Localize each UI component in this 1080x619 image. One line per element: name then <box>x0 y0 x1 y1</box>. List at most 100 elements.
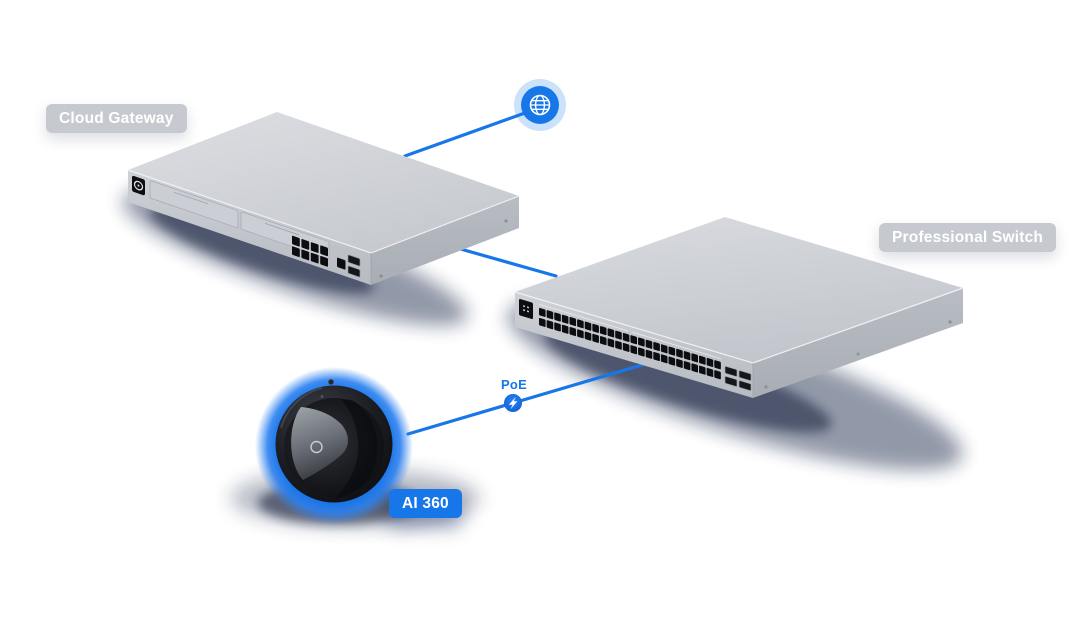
rj45-port <box>660 354 668 364</box>
port-group-separator <box>631 331 721 360</box>
rj45-port <box>622 342 630 352</box>
rj45-port <box>561 324 569 334</box>
rj45-port <box>546 320 554 330</box>
switch-top-face <box>515 217 963 363</box>
switch-sfp-port-2 <box>738 370 752 382</box>
rj45-port <box>320 255 328 267</box>
ai-360-camera-device <box>255 367 413 525</box>
port-group-separator <box>539 303 628 332</box>
rj45-port <box>584 321 592 331</box>
camera-top-notch <box>328 379 334 385</box>
rj45-port <box>554 322 561 332</box>
ai-360-label: AI 360 <box>389 489 462 518</box>
switch-screw <box>948 320 952 324</box>
rj45-port <box>630 345 638 355</box>
rj45-port <box>645 339 653 349</box>
rj45-port <box>645 349 653 359</box>
rj45-port <box>683 351 691 361</box>
poe-marker <box>504 394 522 412</box>
rj45-port <box>638 347 645 357</box>
gateway-top-face <box>128 112 519 253</box>
professional-switch-device <box>514 217 964 398</box>
gateway-right-face <box>371 196 519 285</box>
rj45-port <box>292 235 300 247</box>
globe-icon <box>514 79 566 131</box>
lens-light-reflection <box>291 407 348 480</box>
switch-front-details <box>519 299 752 392</box>
rj45-port <box>653 352 660 362</box>
gateway-front-details <box>132 175 361 278</box>
line-switch-to-camera <box>406 360 654 436</box>
rj45-port <box>577 329 584 339</box>
rj45-port <box>714 360 721 370</box>
gateway-screw <box>379 274 383 278</box>
professional-switch-label: Professional Switch <box>879 223 1057 252</box>
rj45-port <box>539 317 546 327</box>
rj45-port <box>668 346 676 356</box>
line-internet-to-gateway <box>403 107 538 158</box>
switch-sfp-port-3 <box>724 376 738 387</box>
rj45-port <box>630 335 638 345</box>
switch-display <box>519 299 533 319</box>
camera-rim-light <box>280 387 323 429</box>
cloud-gateway-device <box>127 112 520 285</box>
rj45-port <box>577 319 584 329</box>
line-gateway-to-switch <box>448 244 558 278</box>
rj45-port <box>592 333 599 343</box>
switch-rj45-ports <box>539 307 721 380</box>
rj45-port <box>569 317 577 327</box>
rj45-port <box>546 310 554 320</box>
display-dot <box>523 305 525 308</box>
switch-right-face <box>753 288 963 398</box>
rj45-port <box>668 356 676 366</box>
rj45-port <box>683 361 691 371</box>
rj45-port <box>615 340 622 350</box>
display-dot <box>527 306 529 309</box>
rj45-port <box>622 332 630 342</box>
gateway-screw <box>504 219 508 223</box>
rj45-port <box>714 370 721 380</box>
rj45-port <box>676 348 683 358</box>
display-dot <box>523 309 525 312</box>
globe-glyph <box>529 94 551 116</box>
rj45-port <box>310 242 319 253</box>
drive-bay-handle-2 <box>265 222 299 236</box>
rj45-port <box>320 245 328 257</box>
gateway-rj45-ports <box>292 235 328 267</box>
switch-screw <box>856 352 860 356</box>
rj45-port <box>706 357 714 367</box>
rj45-port <box>691 363 698 373</box>
rj45-port <box>638 337 645 347</box>
rj45-port <box>569 327 577 337</box>
camera-mic-dot <box>320 395 324 398</box>
rj45-port <box>699 355 706 365</box>
connection-lines <box>403 107 654 436</box>
rj45-port <box>660 344 668 354</box>
rj45-port <box>691 353 698 363</box>
switch-sfp-port-4 <box>738 380 752 392</box>
rj45-port <box>607 328 615 338</box>
rj45-port <box>554 312 561 322</box>
rj45-port <box>599 336 607 346</box>
lens-dark-reflection <box>335 399 378 499</box>
rj45-port <box>310 252 319 264</box>
drive-bay-handle-1 <box>174 191 208 205</box>
rj45-port <box>584 331 592 341</box>
gateway-display-ring <box>133 180 144 191</box>
rj45-port <box>706 367 714 377</box>
gateway-drive-bay-1 <box>149 180 239 229</box>
gateway-sfp-port-1 <box>347 254 361 267</box>
rj45-port <box>561 314 569 324</box>
rj45-port <box>599 326 607 336</box>
rj45-port <box>301 249 310 261</box>
rj45-port <box>676 358 683 368</box>
rj45-port <box>301 239 310 250</box>
rj45-port <box>607 338 615 348</box>
rj45-port <box>292 246 300 258</box>
rj45-port <box>653 342 660 352</box>
display-dot <box>527 310 529 313</box>
rj45-port <box>592 323 599 333</box>
switch-screw <box>764 385 768 389</box>
